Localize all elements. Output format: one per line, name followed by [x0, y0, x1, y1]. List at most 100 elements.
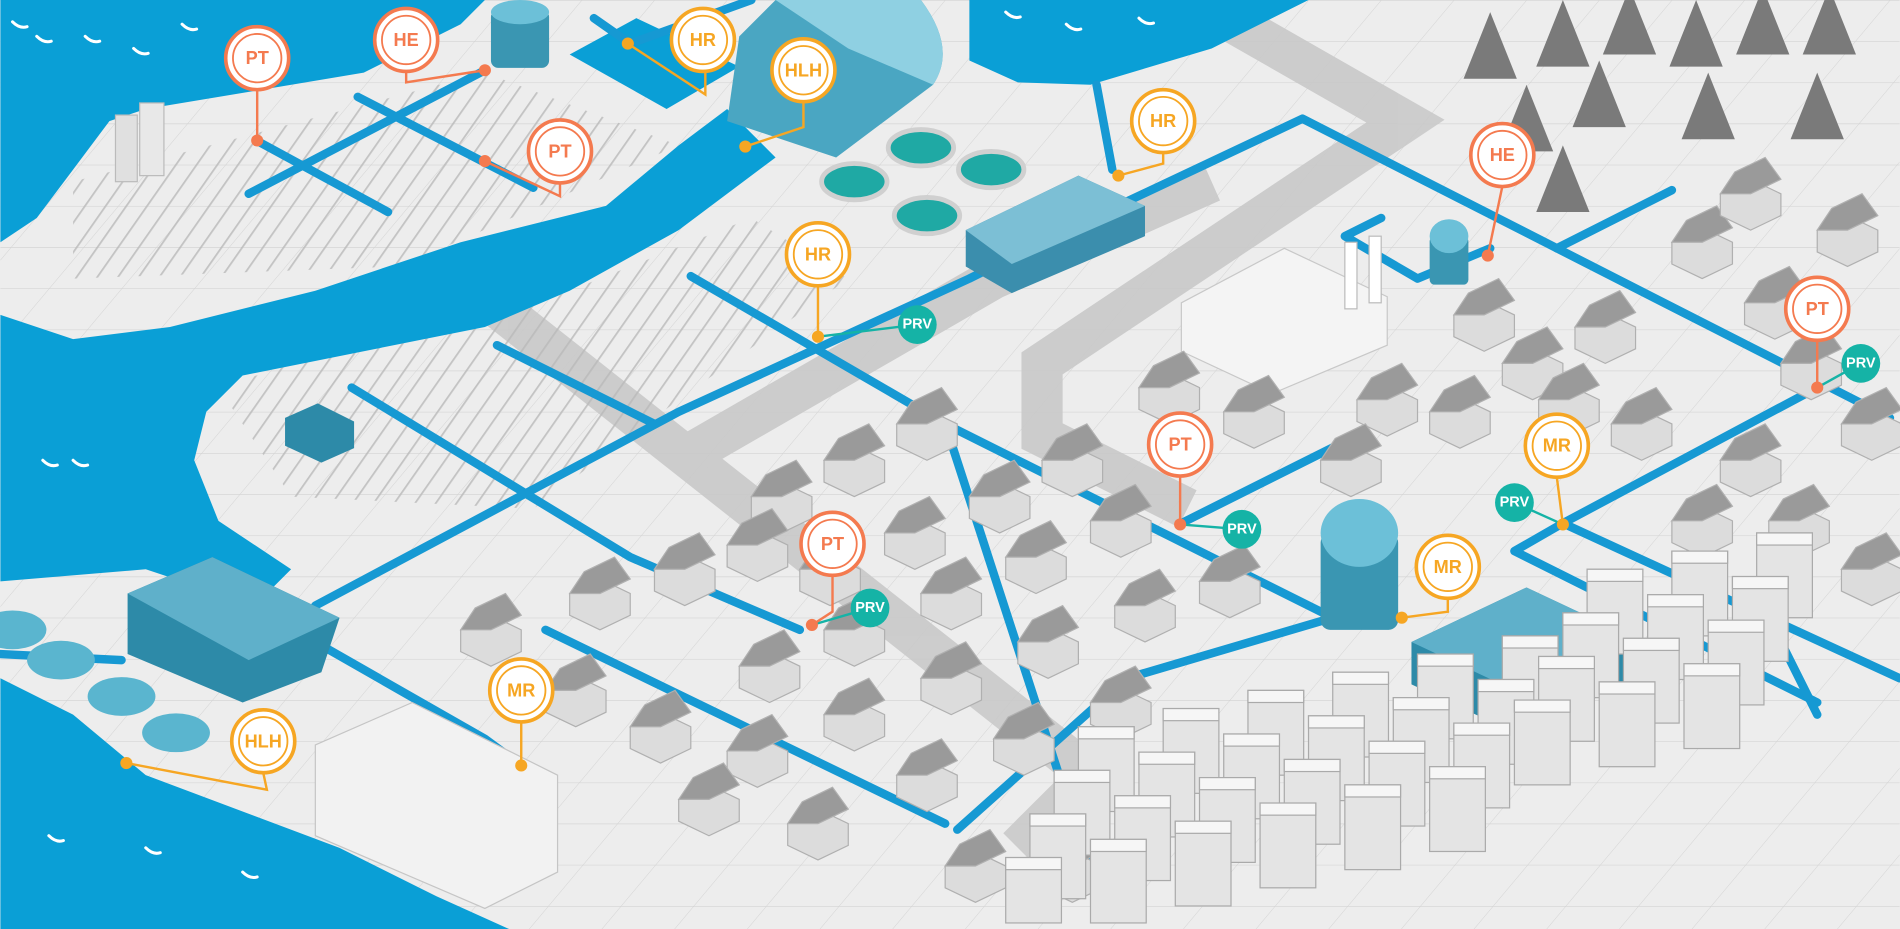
house: [883, 495, 947, 570]
tree: [1790, 72, 1844, 140]
marker-mr[interactable]: MR: [487, 657, 555, 772]
marker-pin-line: [627, 42, 707, 97]
marker-mr[interactable]: PRV MR: [1495, 412, 1591, 531]
marker-hr[interactable]: PRV HR: [784, 221, 937, 344]
storage-tanks: [0, 610, 210, 753]
water-tower-top: [490, 0, 550, 68]
house: [738, 629, 801, 704]
house: [968, 459, 1031, 534]
marker-badge: [1523, 412, 1591, 480]
marker-dot: [1556, 518, 1569, 531]
house: [1816, 193, 1879, 268]
marker-hr[interactable]: HR: [1112, 87, 1197, 182]
house: [1670, 483, 1734, 558]
house: [919, 556, 983, 631]
marker-badge: [372, 6, 440, 74]
house: [1113, 568, 1177, 643]
house: [822, 423, 886, 498]
marker-pt[interactable]: PT: [478, 118, 594, 199]
marker-badge: [1414, 533, 1482, 601]
marker-badge: [799, 510, 866, 578]
house: [1840, 532, 1900, 607]
reservoir-tank: [1320, 499, 1399, 630]
water-tank: [1429, 219, 1469, 285]
house: [944, 828, 1007, 904]
marker-label: HLH: [245, 731, 282, 751]
apartment-block: [1513, 699, 1571, 786]
marker-he[interactable]: HE: [1469, 121, 1536, 262]
house: [568, 556, 632, 631]
marker-badge: [669, 6, 737, 74]
house: [726, 507, 789, 583]
prv-label: PRV: [903, 317, 933, 333]
marker-he[interactable]: HE: [372, 6, 491, 84]
lake-top: [969, 0, 1309, 85]
marker-label: PT: [1169, 435, 1192, 455]
house: [1573, 289, 1637, 365]
prv-label: PRV: [1227, 521, 1257, 537]
house: [1137, 350, 1201, 425]
reservoir-pond: [569, 18, 740, 110]
prv-label: PRV: [1846, 355, 1876, 371]
tree: [1536, 0, 1590, 67]
marker-dot: [478, 155, 491, 168]
marker-label: HE: [1490, 145, 1515, 165]
marker-dot: [811, 330, 825, 343]
house: [1719, 156, 1782, 231]
marker-mr[interactable]: MR: [1395, 533, 1482, 624]
apartment-block: [1344, 784, 1402, 871]
tree: [1463, 12, 1517, 79]
marker-dot: [478, 64, 491, 77]
marker-badge: [1469, 121, 1536, 189]
apartment-blocks: [1005, 532, 1813, 924]
marker-label: HE: [394, 30, 419, 50]
house: [992, 701, 1056, 776]
marker-hlh[interactable]: HLH: [120, 707, 297, 792]
house: [1719, 423, 1782, 498]
tree: [1681, 72, 1735, 140]
marker-dot: [1481, 249, 1494, 262]
prv-valve-badge[interactable]: PRV: [1841, 343, 1881, 383]
apartment-block: [1005, 856, 1063, 924]
apartment-block: [1259, 802, 1317, 889]
marker-label: HR: [690, 30, 716, 50]
marker-label: HR: [1150, 111, 1176, 131]
marker-label: MR: [1543, 436, 1571, 456]
marker-pt[interactable]: PT: [223, 24, 291, 147]
marker-badge: [526, 118, 594, 185]
marker-label: MR: [1434, 557, 1462, 577]
marker-pin-line: [484, 159, 562, 199]
house: [1452, 277, 1516, 352]
marker-dot: [515, 759, 528, 772]
marker-label: PT: [821, 534, 844, 554]
prv-label: PRV: [1500, 495, 1530, 511]
marker-label: PT: [246, 48, 269, 68]
marker-label: HR: [805, 244, 831, 264]
prv-valve-badge[interactable]: PRV: [850, 588, 890, 628]
house: [1004, 520, 1068, 595]
prv-valve-badge[interactable]: PRV: [897, 305, 937, 344]
marker-pt[interactable]: PRV PT: [799, 510, 890, 632]
apartment-block: [1598, 681, 1656, 768]
house: [1016, 604, 1080, 679]
prv-valve-badge[interactable]: PRV: [1222, 509, 1262, 549]
marker-badge: [487, 657, 555, 724]
tree: [1802, 0, 1856, 55]
marker-pt[interactable]: PRV PT: [1146, 411, 1262, 549]
marker-hr[interactable]: HR: [621, 6, 737, 97]
marker-label: PT: [1806, 299, 1829, 319]
marker-pt[interactable]: PRV PT: [1783, 275, 1881, 394]
pump-station: [127, 557, 340, 703]
prv-valve-badge[interactable]: PRV: [1495, 483, 1534, 523]
marker-dot: [739, 140, 752, 153]
sea-bottom-left: [0, 678, 510, 929]
bay-top-left: [0, 0, 485, 243]
marker-hlh[interactable]: HLH: [739, 36, 837, 153]
marker-badge: [229, 707, 297, 775]
house: [786, 786, 850, 861]
marker-dot: [805, 618, 818, 632]
marker-dot: [1811, 381, 1824, 394]
house: [1840, 386, 1900, 461]
